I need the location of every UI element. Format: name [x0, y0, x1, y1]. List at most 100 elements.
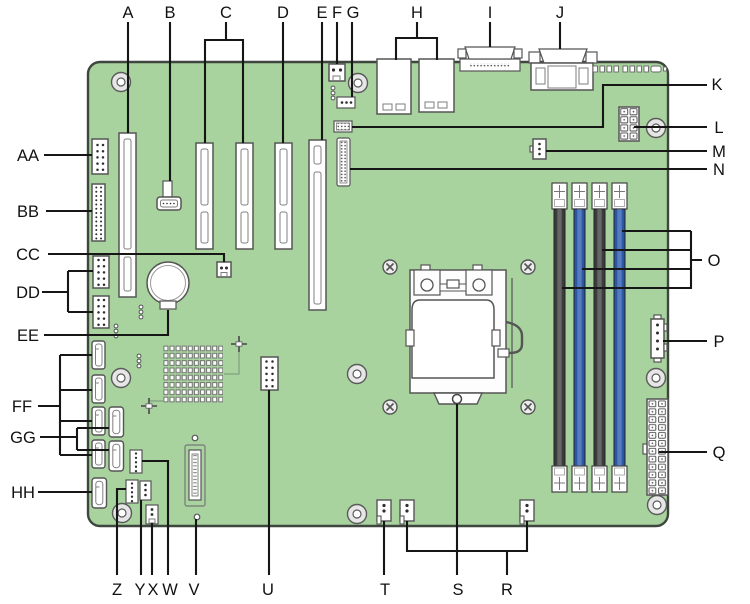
callout-ff: FF	[12, 398, 32, 416]
leader-h	[394, 22, 439, 60]
via-cluster	[138, 304, 144, 320]
header-aa	[91, 138, 109, 175]
header-z	[125, 479, 139, 504]
slot-connector-v	[184, 434, 206, 521]
callout-d: D	[277, 4, 289, 22]
via-cluster	[330, 85, 336, 101]
sata-port-ff4	[91, 439, 106, 469]
leader-w	[142, 459, 170, 575]
callout-f: F	[332, 4, 342, 22]
callout-l: L	[714, 119, 723, 137]
connector-n	[336, 137, 351, 187]
callout-c: C	[220, 4, 232, 22]
leader-r	[405, 521, 529, 575]
callout-cc: CC	[16, 246, 40, 264]
callout-n: N	[713, 161, 725, 179]
serial-port	[457, 46, 523, 72]
header-y	[139, 480, 152, 501]
callout-hh: HH	[11, 484, 35, 502]
header-dd1	[92, 255, 110, 289]
connector-g	[336, 96, 356, 109]
callout-a: A	[122, 4, 133, 22]
leader-ee	[44, 310, 170, 337]
fan-header-m	[529, 138, 547, 160]
callout-s: S	[452, 581, 463, 599]
callout-v: V	[188, 581, 199, 599]
callout-z: Z	[112, 581, 122, 599]
leader-k	[352, 83, 707, 129]
via-cluster	[136, 353, 142, 369]
leader-ff	[38, 353, 92, 457]
fan-header-r2	[519, 499, 535, 525]
callout-labels: A B C D E F G H I J K L M N O P Q R S T …	[10, 4, 726, 599]
callout-q: Q	[713, 444, 726, 462]
fan-header-r1	[399, 499, 415, 525]
sata-port-ff2	[91, 374, 106, 404]
pci-slot-d	[274, 142, 293, 250]
mounting-hole	[645, 367, 667, 389]
callout-gg: GG	[10, 429, 36, 447]
mounting-hole	[110, 367, 132, 389]
jumper-cc	[216, 261, 232, 278]
chipset-pad	[163, 345, 223, 403]
sata-port-gg2	[108, 440, 125, 472]
header-u	[260, 356, 279, 391]
callout-p: P	[713, 333, 724, 351]
fan-header-t	[376, 499, 392, 525]
cpu-power-connector-l	[618, 106, 640, 142]
callout-ee: EE	[17, 327, 39, 345]
callout-h: H	[411, 4, 423, 22]
connector-k	[333, 120, 353, 133]
callout-m: M	[712, 143, 726, 161]
rear-port-stack-1	[376, 58, 412, 115]
callout-j: J	[556, 4, 564, 22]
callout-b: B	[164, 4, 175, 22]
callout-r: R	[501, 581, 513, 599]
header-bb	[91, 183, 106, 242]
callout-y: Y	[134, 581, 145, 599]
callout-i: I	[488, 4, 493, 22]
leader-gg	[40, 426, 109, 452]
dimm-slot-4	[611, 182, 628, 493]
leader-lines	[38, 22, 707, 575]
leader-cc	[48, 252, 226, 262]
callout-u: U	[262, 581, 274, 599]
mounting-hole	[646, 494, 668, 516]
dimm-slot-2	[571, 182, 588, 493]
callout-k: K	[711, 76, 722, 94]
dimm-slot-1	[551, 182, 568, 493]
cpu-socket	[382, 259, 536, 415]
battery	[146, 261, 190, 310]
mounting-hole	[346, 363, 368, 385]
callout-x: X	[147, 581, 158, 599]
callout-t: T	[380, 581, 390, 599]
leader-z	[115, 487, 126, 575]
expansion-slot-a	[118, 132, 137, 298]
status-leds	[592, 65, 667, 73]
connector-f	[328, 63, 346, 82]
callout-g: G	[347, 4, 360, 22]
connector-hh	[91, 477, 108, 509]
mounting-hole	[346, 503, 368, 525]
callout-bb: BB	[17, 203, 39, 221]
callout-dd: DD	[16, 284, 40, 302]
speaker-connector-b	[156, 180, 182, 211]
mounting-hole	[111, 502, 133, 524]
atx-power-connector-q	[642, 398, 669, 496]
leader-c	[203, 22, 245, 143]
leader-dd	[42, 269, 93, 314]
callout-w: W	[162, 581, 178, 599]
sata-port-ff1	[91, 340, 106, 370]
vga-port	[528, 48, 598, 91]
header-w	[129, 449, 143, 474]
callout-aa: AA	[17, 147, 39, 165]
sata-port-ff3	[91, 406, 106, 436]
rear-port-stack-2	[418, 58, 455, 113]
pci-slot-c1	[195, 142, 214, 250]
sata-port-gg1	[108, 406, 125, 438]
pcie-slot-e	[308, 139, 327, 311]
callout-o: O	[708, 252, 721, 270]
dimm-slot-3	[591, 182, 608, 493]
socket-lever	[504, 320, 524, 355]
